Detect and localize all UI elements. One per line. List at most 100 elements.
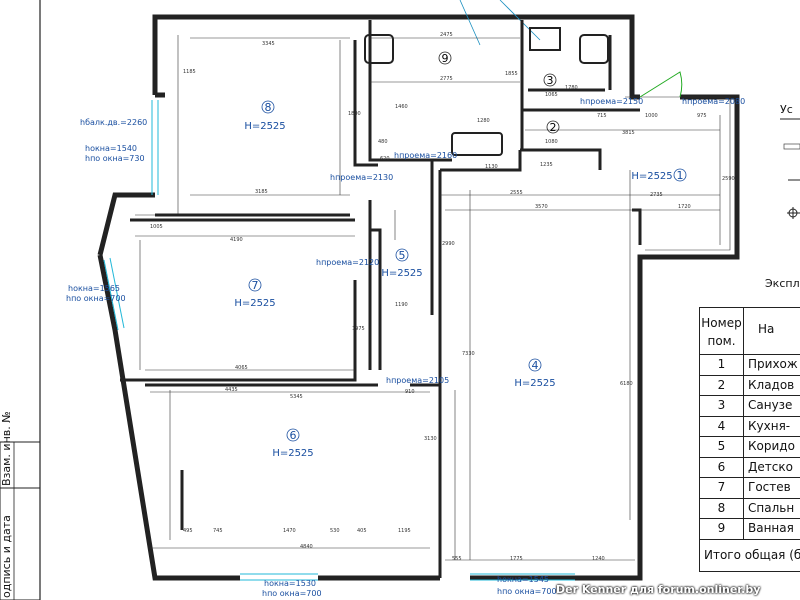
svg-text:1005: 1005 [150, 224, 163, 230]
svg-text:2775: 2775 [440, 76, 453, 82]
room-6-label: 6 H=2525 [272, 428, 314, 459]
svg-text:H=2525: H=2525 [234, 298, 275, 309]
svg-text:1: 1 [677, 169, 684, 182]
room-number: 2 [700, 375, 744, 395]
room-number: 1 [700, 355, 744, 375]
toilet-fixture [364, 27, 609, 156]
window-nursery [240, 573, 318, 581]
svg-text:2555: 2555 [510, 190, 523, 196]
stamp-field-inv: Взам. инв. № [0, 411, 13, 486]
watermark: Der Kenner для forum.onliner.by [556, 583, 761, 596]
svg-text:1720: 1720 [678, 204, 691, 210]
svg-text:hбалк.дв.=2260: hбалк.дв.=2260 [80, 118, 147, 127]
legend-target-icon [787, 207, 800, 219]
room-name: Спальн [748, 500, 795, 515]
window-bedroom [151, 100, 159, 195]
svg-text:H=2525: H=2525 [272, 448, 313, 459]
table-header-name: На [758, 322, 775, 336]
table-row: 2 Кладов [700, 375, 800, 396]
entrance-door-arc [639, 71, 683, 98]
room-8-label: 8 H=2525 [244, 100, 286, 132]
svg-text:hпо окна=700: hпо окна=700 [497, 587, 557, 596]
svg-text:3815: 3815 [622, 130, 635, 136]
room-name: Гостев [748, 480, 791, 494]
svg-text:hпо окна=700: hпо окна=700 [66, 294, 126, 303]
room-name: Кладов [748, 377, 795, 392]
svg-text:2735: 2735 [650, 192, 663, 198]
svg-text:hпроема=2120: hпроема=2120 [316, 258, 379, 267]
svg-text:H=2525: H=2525 [381, 268, 422, 279]
svg-text:H=2525: H=2525 [514, 378, 555, 389]
svg-text:910: 910 [405, 389, 415, 395]
svg-text:4435: 4435 [225, 387, 238, 393]
room-number: 9 [700, 519, 744, 539]
svg-text:hпо окна=700: hпо окна=700 [262, 589, 322, 598]
leader-line [459, 0, 481, 46]
table-row: 6 Детско [700, 457, 800, 478]
svg-text:3345: 3345 [262, 41, 275, 47]
svg-text:hпроема=2150: hпроема=2150 [580, 97, 643, 106]
outer-wall-left [97, 192, 155, 256]
svg-text:1780: 1780 [565, 85, 578, 91]
svg-text:7330: 7330 [462, 351, 475, 357]
svg-text:2475: 2475 [440, 32, 453, 38]
room-number: 7 [700, 478, 744, 498]
room-9-label: 9 [438, 51, 452, 65]
outer-wall-bottom-left [97, 254, 240, 581]
svg-text:1460: 1460 [395, 104, 408, 110]
svg-text:9: 9 [442, 52, 449, 65]
room-number: 3 [700, 396, 744, 416]
table-row: 1 Прихож [700, 355, 800, 376]
svg-text:hокна=1565: hокна=1565 [68, 284, 120, 293]
room-name: Детско [748, 459, 793, 474]
room-7-label: 7 H=2525 [234, 278, 276, 309]
room-table: Номер пом. На 1 Прихож 2 Кладов 3 Санузе 4 Кухн… [699, 307, 800, 572]
svg-text:7: 7 [252, 279, 259, 292]
room-name: Ванная [748, 521, 794, 535]
room-2-label: 2 [546, 120, 560, 134]
svg-text:975: 975 [697, 113, 707, 119]
room-name: Кухня- [748, 418, 791, 433]
room-name: Санузе [748, 398, 793, 412]
svg-text:2590: 2590 [722, 176, 735, 182]
svg-text:hпо окна=730: hпо окна=730 [85, 154, 145, 163]
svg-text:1235: 1235 [540, 162, 553, 168]
svg-text:hокна=1540: hокна=1540 [85, 144, 137, 153]
table-row: 9 Ванная [700, 519, 800, 540]
svg-text:495: 495 [183, 528, 193, 534]
svg-text:hокна=1530: hокна=1530 [264, 579, 316, 588]
svg-text:hпроема=2105: hпроема=2105 [386, 376, 449, 385]
svg-text:620: 620 [380, 156, 390, 162]
svg-text:4: 4 [532, 359, 539, 372]
room-5-label: 5 H=2525 [381, 248, 423, 279]
room-number: 4 [700, 416, 744, 436]
room-number: 6 [700, 457, 744, 477]
svg-text:1195: 1195 [398, 528, 411, 534]
svg-text:2: 2 [550, 121, 557, 134]
svg-text:8: 8 [265, 101, 272, 114]
svg-text:1855: 1855 [505, 71, 518, 77]
room-number: 5 [700, 437, 744, 457]
room-1-label: H=2525 1 [631, 168, 687, 182]
svg-text:1065: 1065 [545, 92, 558, 98]
svg-text:hпроема=2080: hпроема=2080 [682, 97, 745, 106]
svg-text:555: 555 [452, 556, 462, 562]
svg-text:1080: 1080 [545, 139, 558, 145]
room-name: Прихож [748, 357, 798, 371]
stamp-field-sign: одпись и дата [0, 515, 13, 598]
svg-text:4065: 4065 [235, 365, 248, 371]
opening-labels: hбалк.дв.=2260 hокна=1540 hпо окна=730 h… [66, 97, 745, 598]
svg-text:3130: 3130 [424, 436, 437, 442]
table-row: 3 Санузе [700, 396, 800, 417]
sheet-title: Ус [780, 103, 793, 116]
svg-text:1185: 1185 [183, 69, 196, 75]
svg-text:6: 6 [290, 429, 297, 442]
table-header-num: Номер пом. [700, 308, 744, 354]
stamp-cell-2 [0, 487, 41, 600]
svg-text:hпроема=2160: hпроема=2160 [394, 151, 457, 160]
svg-text:1975: 1975 [352, 326, 365, 332]
svg-text:4840: 4840 [300, 544, 313, 550]
svg-text:1190: 1190 [395, 302, 408, 308]
